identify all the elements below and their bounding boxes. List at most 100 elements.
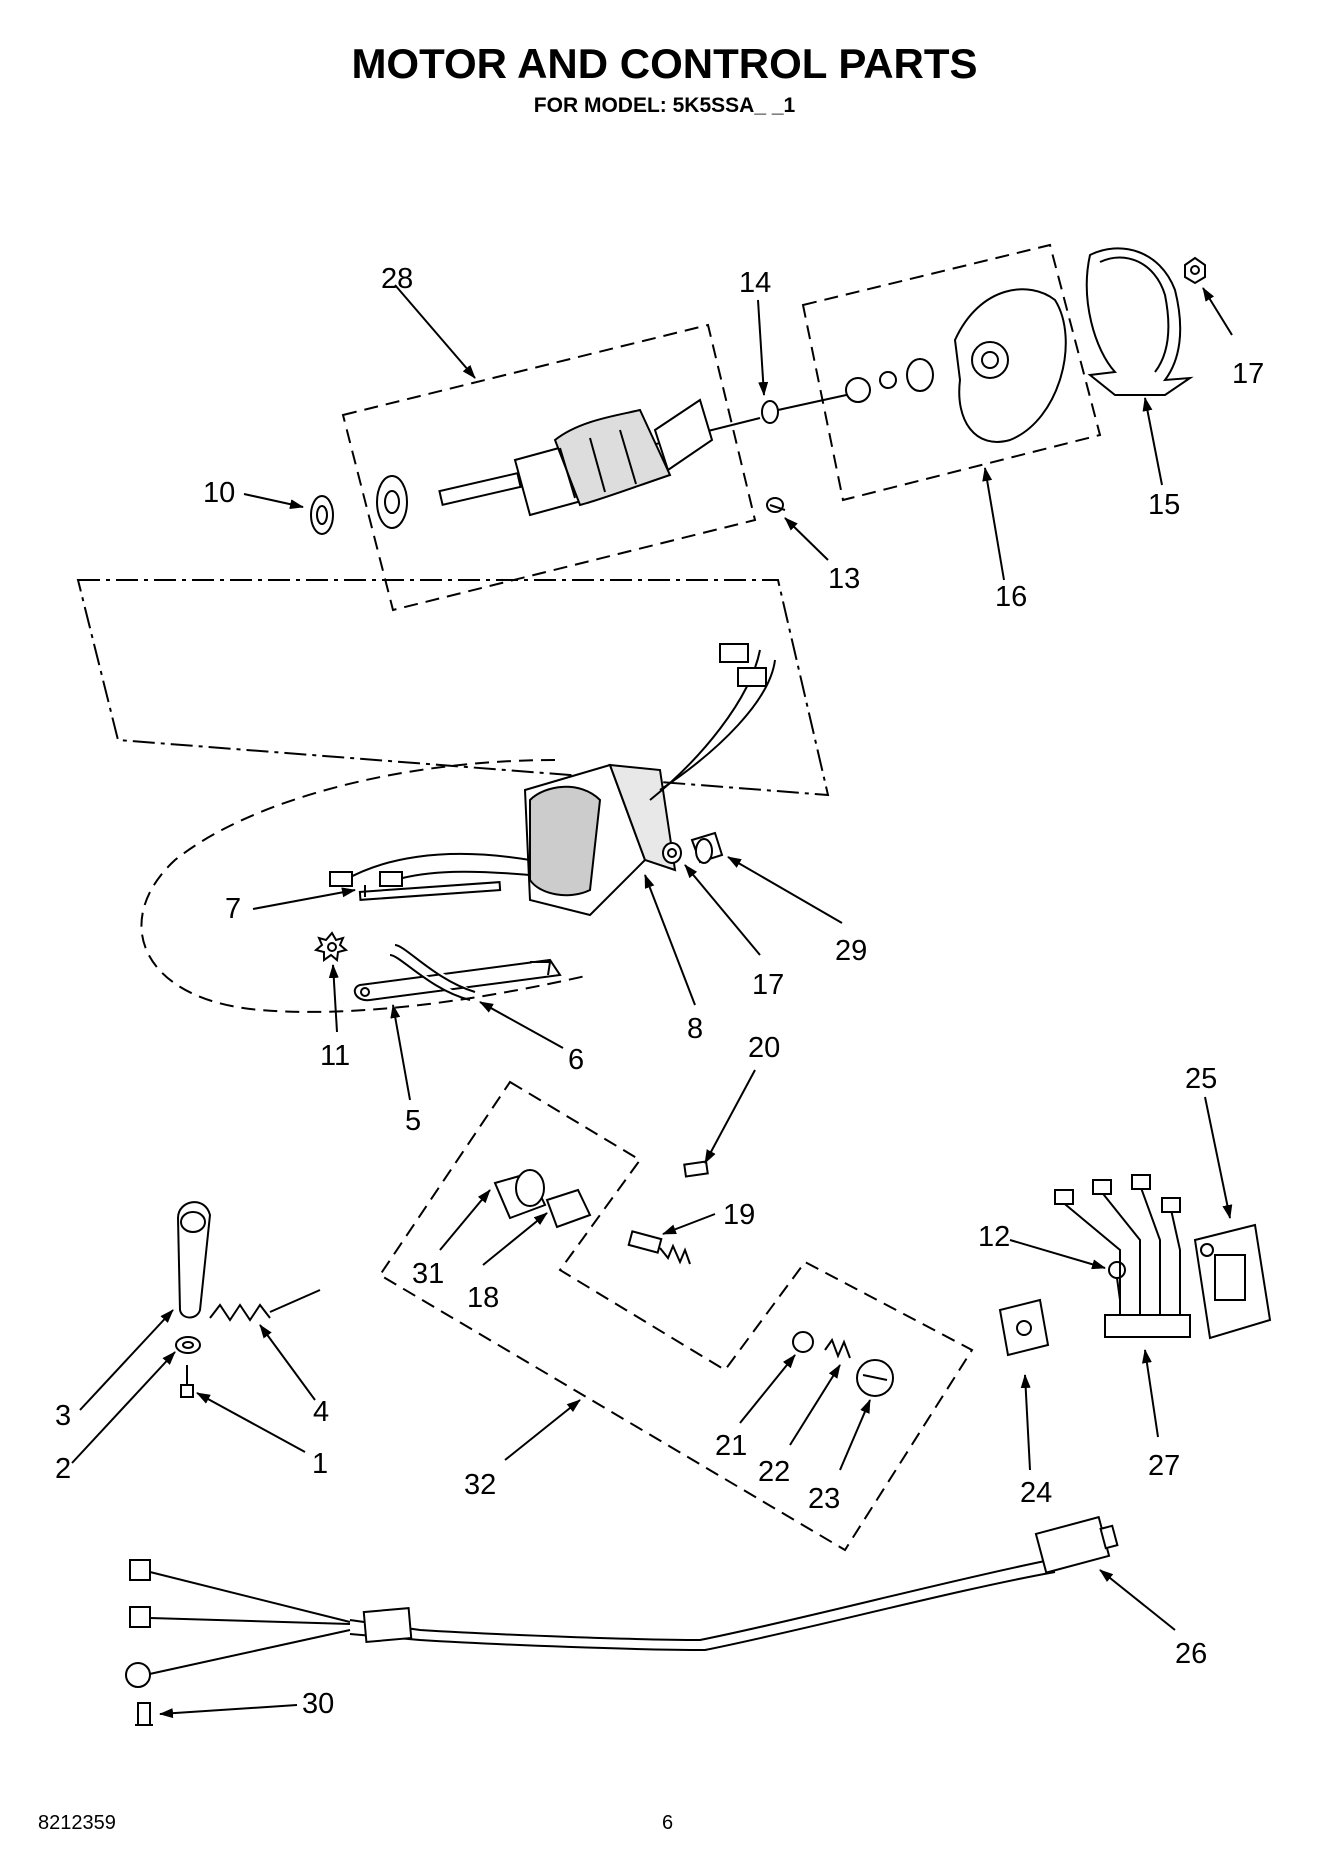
callout-26: 26 — [1175, 1638, 1207, 1670]
leader-18 — [482, 1212, 548, 1266]
leader-17a — [1202, 287, 1233, 336]
part-27-wire-harness — [1054, 1174, 1191, 1338]
leader-27 — [1141, 1349, 1159, 1438]
leader-1 — [196, 1392, 306, 1453]
leader-15 — [1142, 397, 1163, 486]
callout-31: 31 — [412, 1258, 444, 1290]
callout-4: 4 — [313, 1396, 329, 1428]
alignment-box — [76, 579, 830, 797]
callout-8: 8 — [687, 1013, 703, 1045]
leader-12 — [1009, 1239, 1106, 1270]
callout-11: 11 — [320, 1040, 350, 1072]
callout-7: 7 — [225, 893, 241, 925]
callout-3: 3 — [55, 1400, 71, 1432]
part-20-spring-clip — [683, 1160, 709, 1178]
callout-17-middle: 17 — [752, 969, 784, 1001]
callout-21: 21 — [715, 1430, 747, 1462]
leader-22 — [789, 1364, 841, 1446]
part-21-cap — [792, 1331, 814, 1353]
leader-29 — [727, 856, 843, 924]
leader-16 — [982, 467, 1005, 581]
part-24-terminal-block — [998, 1298, 1050, 1357]
housing-ghost-outline — [140, 759, 591, 1013]
callout-28: 28 — [381, 263, 413, 295]
part-22-spring — [824, 1337, 851, 1359]
part-18-brush — [545, 1188, 592, 1229]
part-30-screw — [135, 1702, 153, 1726]
callout-29: 29 — [835, 935, 867, 967]
leader-20 — [704, 1069, 756, 1164]
leader-2 — [71, 1351, 176, 1464]
leader-lines — [71, 284, 1233, 1719]
part-14-washer — [761, 391, 861, 424]
model-subtitle: FOR MODEL: 5K5SSA_ _1 — [533, 94, 796, 117]
part-28-armature — [376, 398, 761, 529]
callout-14: 14 — [739, 267, 771, 299]
leader-23 — [839, 1399, 871, 1471]
callout-labels: 1 2 3 4 5 6 7 8 10 11 12 13 14 15 16 17 … — [55, 263, 1264, 1720]
page-title: MOTOR AND CONTROL PARTS — [351, 40, 978, 87]
leader-32 — [504, 1399, 581, 1461]
part-10-washer — [310, 495, 334, 535]
callout-20: 20 — [748, 1032, 780, 1064]
callout-2: 2 — [55, 1453, 71, 1485]
leader-19 — [662, 1213, 716, 1235]
leader-4 — [259, 1324, 316, 1401]
part-23-brush-cap — [856, 1359, 894, 1397]
part-7-through-bolt — [358, 881, 502, 901]
leader-31 — [439, 1189, 491, 1251]
leader-3 — [79, 1309, 174, 1411]
leader-5 — [390, 1004, 411, 1101]
callout-5: 5 — [405, 1105, 421, 1137]
leader-10 — [243, 493, 304, 510]
page-number: 6 — [662, 1812, 674, 1834]
part-26-power-cord — [125, 1515, 1119, 1688]
leader-26 — [1099, 1569, 1176, 1631]
callout-16: 16 — [995, 581, 1027, 613]
part-31-brush-holder — [493, 1169, 547, 1220]
part-25-speed-control — [1193, 1223, 1272, 1340]
callout-10: 10 — [203, 477, 235, 509]
part-16-end-bell — [845, 288, 1067, 443]
callout-12: 12 — [978, 1221, 1010, 1253]
callout-30: 30 — [302, 1688, 334, 1720]
part-3-governor-arm — [176, 1201, 212, 1319]
group-28-outline — [341, 323, 757, 612]
callout-18: 18 — [467, 1282, 499, 1314]
part-29-bushing — [690, 831, 724, 864]
callout-23: 23 — [808, 1483, 840, 1515]
part-5-control-plate — [353, 958, 562, 1002]
part-13-screw — [766, 497, 786, 513]
callout-32: 32 — [464, 1469, 496, 1501]
leader-28 — [394, 284, 476, 379]
part-17-nut-top — [1184, 256, 1206, 285]
leader-13 — [784, 517, 829, 561]
leader-7 — [252, 887, 356, 910]
leader-6 — [479, 1001, 564, 1049]
field-wires — [329, 852, 531, 887]
leader-24 — [1020, 1374, 1031, 1471]
part-8-field-stator — [523, 643, 776, 917]
leader-17b — [684, 864, 761, 956]
part-15-bracket — [1085, 247, 1194, 396]
leader-30 — [159, 1704, 298, 1719]
leader-25 — [1204, 1096, 1233, 1219]
document-number: 8212359 — [38, 1812, 116, 1834]
group-outlines — [140, 243, 1102, 1552]
leader-21 — [739, 1354, 796, 1424]
part-19-brush-spring — [627, 1230, 691, 1265]
callout-25: 25 — [1185, 1063, 1217, 1095]
callout-1: 1 — [312, 1448, 328, 1480]
callout-22: 22 — [758, 1456, 790, 1488]
leader-8 — [644, 874, 696, 1006]
leader-14 — [757, 299, 769, 396]
callout-27: 27 — [1148, 1450, 1180, 1482]
callout-6: 6 — [568, 1044, 584, 1076]
callout-15: 15 — [1148, 489, 1180, 521]
part-1-screw — [180, 1365, 194, 1398]
callout-17-top: 17 — [1232, 358, 1264, 390]
part-11-star-washer — [313, 931, 349, 962]
part-2-washer — [175, 1336, 201, 1354]
group-16-outline — [801, 243, 1102, 502]
